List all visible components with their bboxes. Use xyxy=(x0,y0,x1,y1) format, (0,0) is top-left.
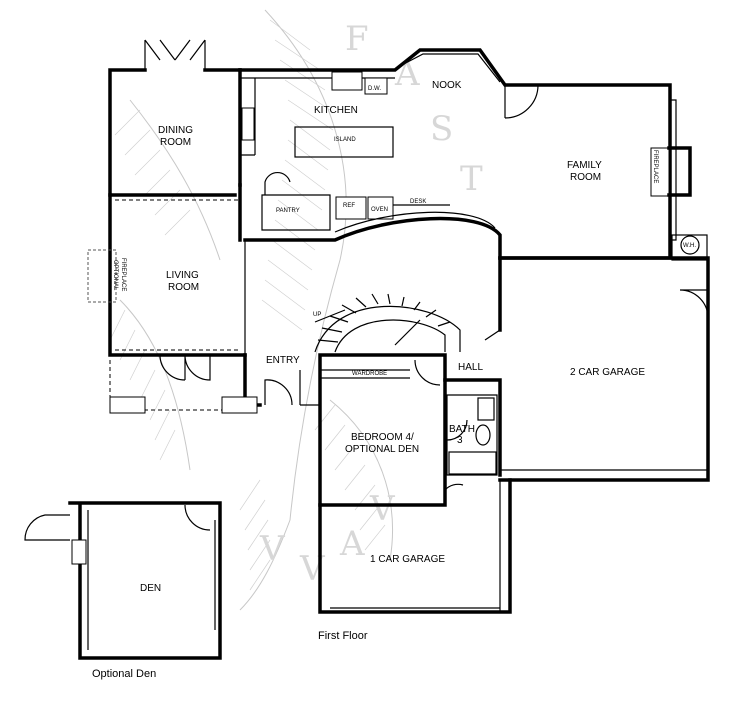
watermark-artwork: F A S T V V A V xyxy=(109,9,483,611)
water-heater-label: W.H. xyxy=(683,243,696,249)
watermark-letter: S xyxy=(430,109,453,149)
wardrobe-label: WARDROBE xyxy=(352,371,387,377)
dining-room-label-2: ROOM xyxy=(160,137,191,148)
hall-label: HALL xyxy=(458,362,483,373)
staircase xyxy=(314,293,461,353)
watermark-letter: A xyxy=(339,524,365,564)
refrigerator-label: REF xyxy=(343,203,355,209)
family-room-label-2: ROOM xyxy=(570,172,601,183)
stairs-up-label: UP xyxy=(313,312,321,318)
one-car-garage-label: 1 CAR GARAGE xyxy=(370,554,445,565)
fireplace-label: FIREPLACE xyxy=(652,150,658,183)
two-car-garage-label: 2 CAR GARAGE xyxy=(570,367,645,378)
bath-label-2: 3 xyxy=(457,435,463,446)
watermark-letter: V xyxy=(259,529,286,569)
pantry-label: PANTRY xyxy=(276,208,300,214)
dining-room-label-1: DINING xyxy=(158,125,193,136)
first-floor-walls xyxy=(87,39,710,614)
island-label: ISLAND xyxy=(334,137,356,143)
bath-label-1: BATH xyxy=(449,424,475,435)
optional-fireplace-label-2: FIREPLACE xyxy=(120,258,126,291)
den-label: DEN xyxy=(140,583,161,594)
bedroom-label-2: OPTIONAL DEN xyxy=(345,444,419,455)
optional-den-walls xyxy=(24,501,222,660)
oven-label: OVEN xyxy=(371,207,388,213)
optional-fireplace-label-1: OPTIONAL xyxy=(112,260,118,291)
living-room-label-2: ROOM xyxy=(168,282,199,293)
dishwasher-label: D.W. xyxy=(368,86,381,92)
bedroom-label-1: BEDROOM 4/ xyxy=(351,432,414,443)
kitchen-label: KITCHEN xyxy=(314,105,358,116)
first-floor-caption: First Floor xyxy=(318,630,368,642)
desk-label: DESK xyxy=(410,199,426,205)
watermark-letter: V xyxy=(299,549,326,589)
entry-label: ENTRY xyxy=(266,355,300,366)
living-room-label-1: LIVING xyxy=(166,270,199,281)
family-room-label-1: FAMILY xyxy=(567,160,602,171)
optional-den-caption: Optional Den xyxy=(92,668,156,680)
watermark-letter: V xyxy=(369,489,396,529)
watermark-letter: F xyxy=(345,19,369,59)
watermark-letter: T xyxy=(460,159,483,199)
nook-label: NOOK xyxy=(432,80,462,91)
